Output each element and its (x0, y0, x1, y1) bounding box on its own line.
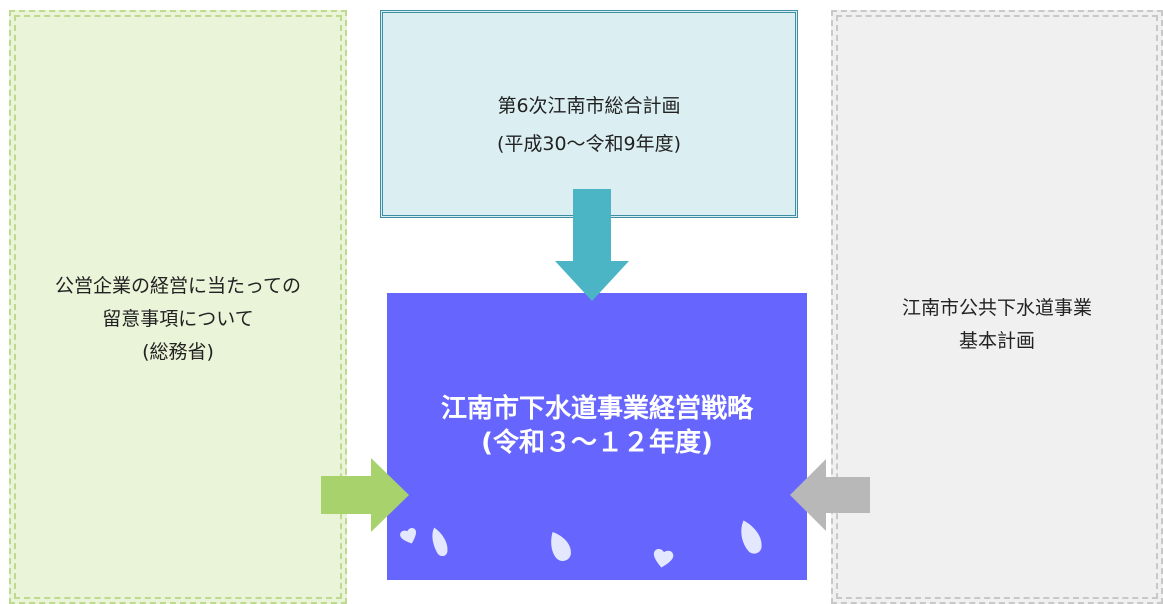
left-source-box: 公営企業の経営に当たっての 留意事項について (総務省) (9, 10, 347, 604)
heart-icon (653, 549, 674, 568)
strategy-box-line: 江南市下水道事業経営戦略 (440, 394, 753, 424)
right-box-line: 基本計画 (958, 330, 1035, 352)
strategy-box-line: (令和３～１２年度) (481, 428, 713, 458)
plan-box-text: 第6次江南市総合計画 (平成30～令和9年度) (383, 87, 795, 163)
arrow-right-icon (321, 458, 409, 532)
strategy-box-text: 江南市下水道事業経営戦略 (令和３～１２年度) (387, 392, 807, 460)
heart-icon (741, 520, 762, 554)
arrow-left-icon (790, 459, 870, 531)
heart-icon (400, 527, 416, 544)
left-box-text: 公営企業の経営に当たっての 留意事項について (総務省) (11, 270, 345, 369)
strategy-box: 江南市下水道事業経営戦略 (令和３～１２年度) (387, 293, 807, 580)
plan-box-line: 第6次江南市総合計画 (497, 95, 681, 117)
comprehensive-plan-box: 第6次江南市総合計画 (平成30～令和9年度) (380, 10, 798, 218)
heart-icon (432, 527, 448, 557)
arrow-down-icon (555, 189, 629, 301)
left-box-line: (総務省) (142, 341, 214, 363)
right-source-box: 江南市公共下水道事業 基本計画 (831, 10, 1163, 604)
plan-box-line: (平成30～令和9年度) (496, 133, 682, 155)
heart-icon (551, 532, 571, 561)
right-box-line: 江南市公共下水道事業 (901, 297, 1092, 319)
left-box-line: 留意事項について (102, 308, 254, 330)
left-box-line: 公営企業の経営に当たっての (54, 275, 302, 297)
right-box-text: 江南市公共下水道事業 基本計画 (833, 292, 1161, 358)
